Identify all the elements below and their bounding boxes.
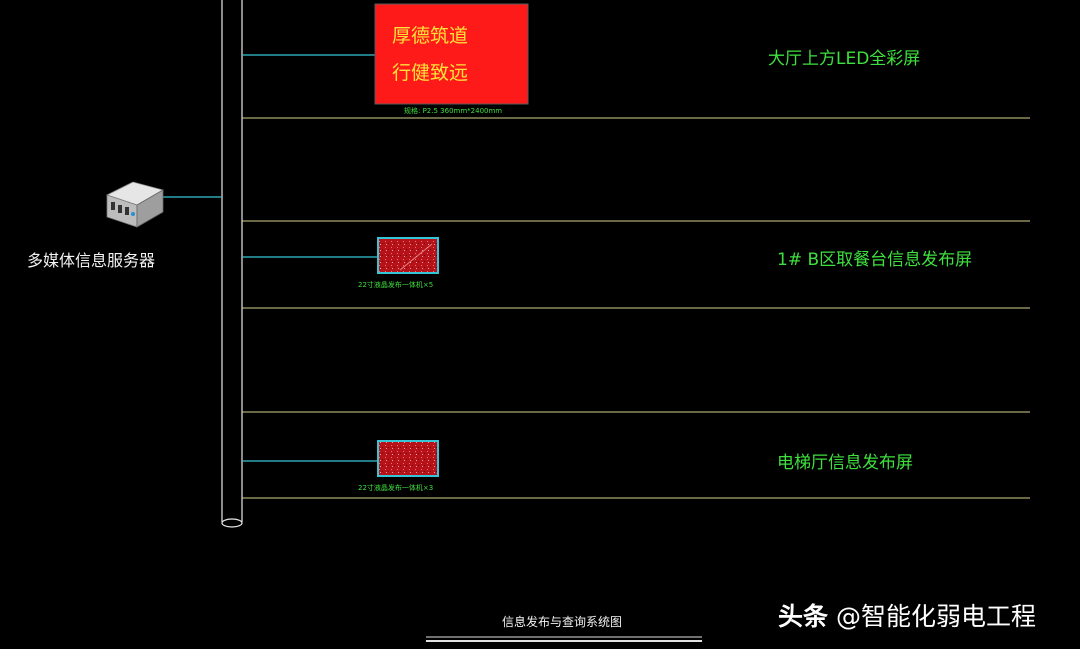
led-text-line2: 行健致远 [392,62,469,84]
screen-b-icon [377,237,439,274]
screen-elevator-label: 电梯厅信息发布屏 [777,453,913,473]
screen-b-label: 1# B区取餐台信息发布屏 [777,250,973,270]
server-icon [105,181,165,228]
diagram-title: 信息发布与查询系统图 [502,615,623,629]
screen-elevator-icon [377,440,439,477]
cable-links [160,54,378,462]
screen-elevator-spec: 22寸液晶发布一体机×3 [358,484,434,492]
server-label: 多媒体信息服务器 [27,251,156,270]
watermark-handle: @智能化弱电工程 [835,602,1036,631]
screen-b-spec: 22寸液晶发布一体机×5 [358,281,434,289]
title-underline [426,636,702,642]
led-spec-label: 规格: P2.5 360mm*2400mm [404,107,503,115]
led-text-line1: 厚德筑道 [392,25,469,47]
watermark-prefix: 头条 [778,602,829,631]
floor-lines [242,117,1030,499]
backbone-pipe [221,0,243,528]
led-screen-label: 大厅上方LED全彩屏 [768,49,921,69]
watermark: 头条 @智能化弱电工程 [778,597,1036,633]
led-screen [374,3,529,105]
